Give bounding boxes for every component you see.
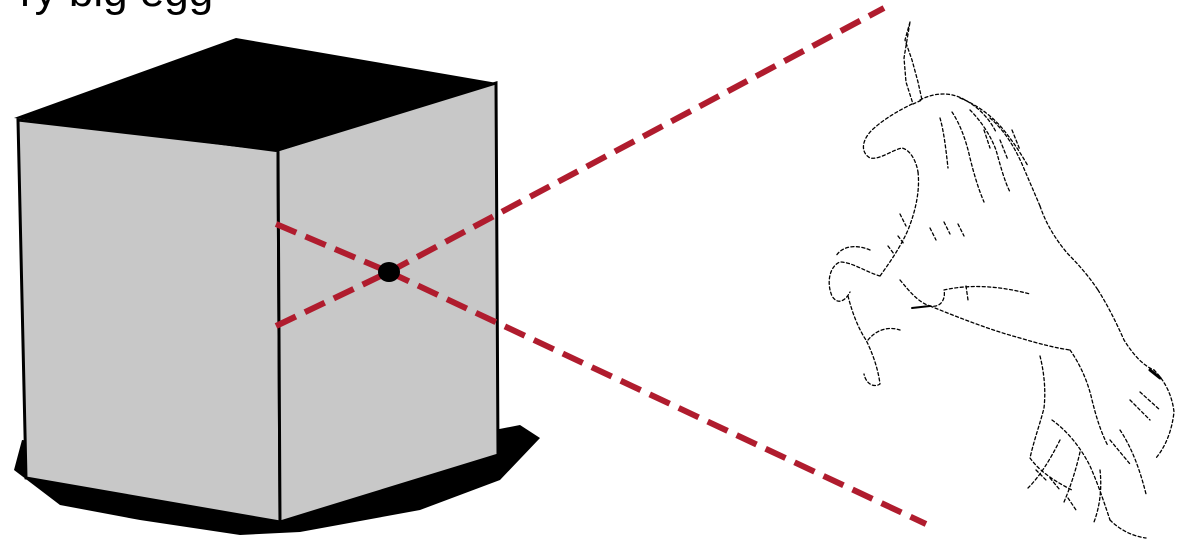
interior-rays: [274, 221, 391, 329]
box-front-face: [16, 118, 282, 524]
ray-inner-top: [274, 221, 391, 275]
unicorn-sketch: [828, 21, 1175, 539]
box-side-face: [276, 80, 500, 525]
ray-outer-bottom: [387, 269, 928, 527]
ray-outer-top: [387, 5, 886, 275]
exterior-rays: [387, 5, 928, 527]
cropped-caption-text: ry big egg: [20, 0, 213, 14]
pinhole: [378, 262, 400, 282]
ray-inner-bottom: [274, 269, 391, 329]
box-top-face: [14, 38, 497, 152]
